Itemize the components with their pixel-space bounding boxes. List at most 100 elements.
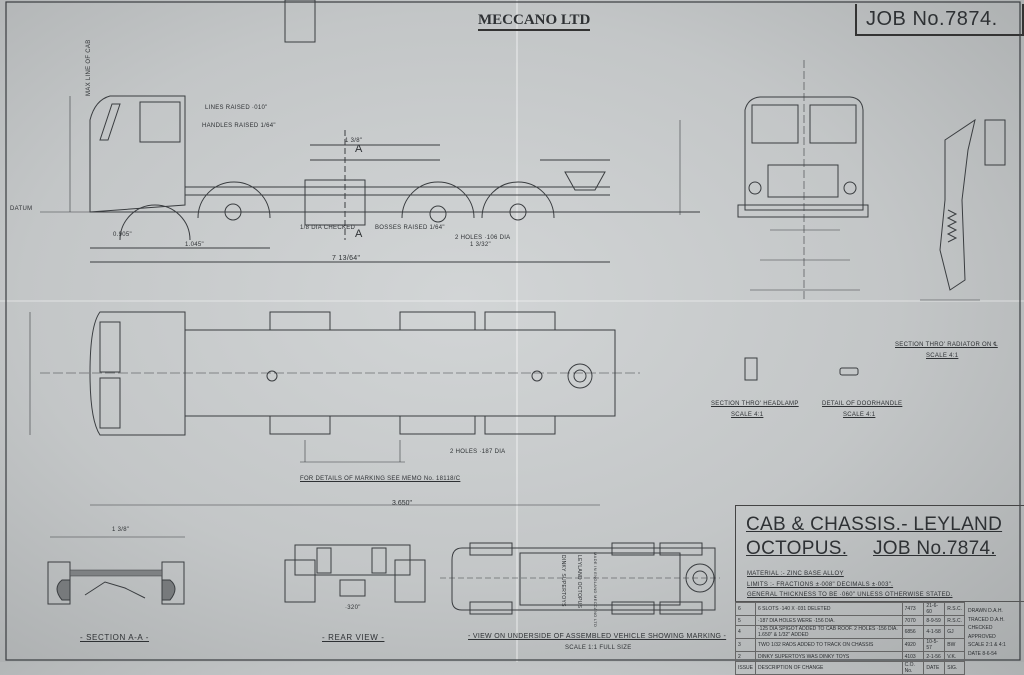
limits-note: LIMITS :- FRACTIONS ±·008" DECIMALS ±·00…: [747, 582, 894, 588]
rev-no: 6: [734, 602, 757, 616]
title-block: [735, 505, 1024, 663]
border: [5, 1, 1021, 661]
dim-1045: 1.045": [185, 242, 204, 248]
company-name: MECCANO LTD: [478, 12, 591, 31]
table-row: 4·125 DIA SPIGOT ADDED TO CAB ROOF. 2 HO…: [734, 625, 965, 639]
dim-1-3-8: 1 3/8": [345, 138, 363, 144]
radiator-section-title: SECTION THRO' RADIATOR ON ℄: [895, 342, 998, 348]
rear-view: [284, 0, 426, 603]
sign-row: DATE 8-6-54: [968, 650, 1006, 659]
rev-date: 21-6-60: [923, 602, 946, 616]
header-sig: SIG.: [944, 661, 965, 675]
rev-co: 7070: [901, 615, 925, 626]
title-job-number: JOB No.7874.: [873, 538, 996, 559]
overall-length-dim: 7 13/64": [332, 255, 361, 262]
sign-value: D.A.H.: [988, 608, 1003, 614]
rev-by: GJ: [944, 625, 965, 639]
sign-row: DRAWN D.A.H.: [968, 607, 1006, 616]
detail-sketches: [744, 357, 859, 381]
dia-checked-note: 1/8 DIA CHECKED: [300, 225, 356, 231]
header-date: DATE: [923, 661, 946, 675]
fold-line: [0, 300, 1024, 302]
rev-desc: DINKY SUPERTOYS WAS DINKY TOYS: [755, 651, 903, 662]
sign-row: CHECKED: [968, 624, 1006, 633]
header-issue: ISSUE: [734, 661, 757, 675]
fold-line: [516, 0, 518, 662]
rear-view-caption: - REAR VIEW -: [322, 633, 385, 642]
material-note: MATERIAL :- ZINC BASE ALLOY: [747, 571, 844, 577]
plan-holes-note: 2 HOLES ·187 DIA: [450, 449, 506, 455]
job-number-box: [855, 4, 1024, 36]
header-desc: DESCRIPTION OF CHANGE: [755, 661, 903, 675]
bosses-raised-note: BOSSES RAISED 1/64": [375, 225, 445, 231]
marking-line-2: LEYLAND OCTOPUS: [576, 555, 582, 609]
sign-label: CHECKED: [968, 625, 993, 631]
rev-date: 4-1-58: [923, 625, 946, 639]
rev-desc: ·187 DIA HOLES WERE ·156 DIA.: [755, 615, 903, 626]
marking-note: FOR DETAILS OF MARKING SEE MEMO No. 1811…: [300, 476, 461, 482]
dim-0905: 0.905": [113, 232, 132, 238]
marking-line-1: DINKY SUPERTOYS: [560, 555, 566, 607]
doorhandle-detail-title: DETAIL OF DOORHANDLE: [822, 401, 903, 407]
sign-label: DATE: [968, 650, 981, 657]
rear-view-dim: ·320": [345, 605, 361, 611]
headlamp-section-title: SECTION THRO' HEADLAMP: [711, 401, 799, 407]
sign-row: APPROVED: [968, 633, 1006, 642]
job-number: JOB No.7874.: [866, 8, 998, 30]
sign-value: D.A.H.: [989, 616, 1005, 623]
sign-row: TRACED D.A.H.: [968, 616, 1006, 625]
rev-no: 2: [734, 651, 757, 662]
plan-view: [29, 311, 640, 506]
rev-co: 4103: [901, 651, 925, 662]
rev-desc: 6 SLOTS ·140 X ·031 DELETED: [755, 602, 903, 616]
title-line-1: CAB & CHASSIS.- LEYLAND: [746, 514, 1003, 535]
sign-label: TRACED: [968, 616, 989, 623]
rev-no: 3: [734, 638, 757, 652]
underside-view: [440, 542, 720, 615]
holes-note: 2 HOLES ·106 DIA: [455, 235, 511, 241]
section-aa-view: [47, 536, 185, 605]
scale-caption: SCALE 1:1 FULL SIZE: [565, 645, 632, 651]
side-view: [40, 95, 700, 263]
rev-by: BW: [944, 638, 965, 652]
rev-by: V.K.: [944, 651, 965, 662]
sign-label: APPROVED: [968, 633, 996, 640]
rev-co: 4920: [901, 638, 925, 652]
section-aa-dim: 1 3/8": [112, 527, 130, 533]
rev-desc: TWO 1/32 RADS ADDED TO TRACK ON CHASSIS: [755, 638, 903, 652]
front-view: [679, 60, 869, 300]
plan-overall-dim: 3.650": [392, 500, 413, 507]
section-aa-caption: - SECTION A-A -: [80, 633, 150, 642]
rev-desc: ·125 DIA SPIGOT ADDED TO CAB ROOF. 2 HOL…: [755, 625, 903, 639]
doorhandle-detail-scale: SCALE 4:1: [843, 412, 876, 418]
header-co: C.O. No.: [901, 661, 925, 675]
datum-label: DATUM: [10, 206, 33, 212]
section-marker-top: A: [355, 143, 363, 155]
sign-label: SCALE: [968, 642, 985, 648]
rev-co: 6856: [901, 625, 925, 639]
sign-value: 2:1 & 4:1: [985, 642, 1006, 648]
rev-no: 4: [734, 625, 757, 639]
rev-no: 5: [734, 615, 757, 626]
dim-1-3-32: 1 3/32": [470, 242, 491, 248]
signature-block: DRAWN D.A.H. TRACED D.A.H. CHECKED APPRO…: [968, 607, 1006, 658]
rev-by: R.S.C.: [944, 602, 965, 616]
sign-row: SCALE 2:1 & 4:1: [968, 641, 1006, 650]
handles-raised-note: HANDLES RAISED 1/64": [202, 123, 276, 129]
radiator-section: [920, 118, 1006, 301]
sign-value: 8-6-54: [982, 650, 997, 657]
rev-date: 2-1-56: [923, 651, 946, 662]
marking-line-3: MADE IN ENGLAND MECCANO LTD: [593, 552, 598, 628]
title-line-2-part: OCTOPUS.: [746, 538, 848, 559]
rev-by: R.S.C.: [944, 615, 965, 626]
headlamp-section-scale: SCALE 4:1: [731, 412, 764, 418]
sign-label: DRAWN: [968, 608, 987, 614]
underside-caption: - VIEW ON UNDERSIDE OF ASSEMBLED VEHICLE…: [468, 633, 727, 640]
radiator-section-scale: SCALE 4:1: [926, 353, 959, 359]
lines-raised-note: LINES RAISED ·010": [205, 105, 268, 111]
